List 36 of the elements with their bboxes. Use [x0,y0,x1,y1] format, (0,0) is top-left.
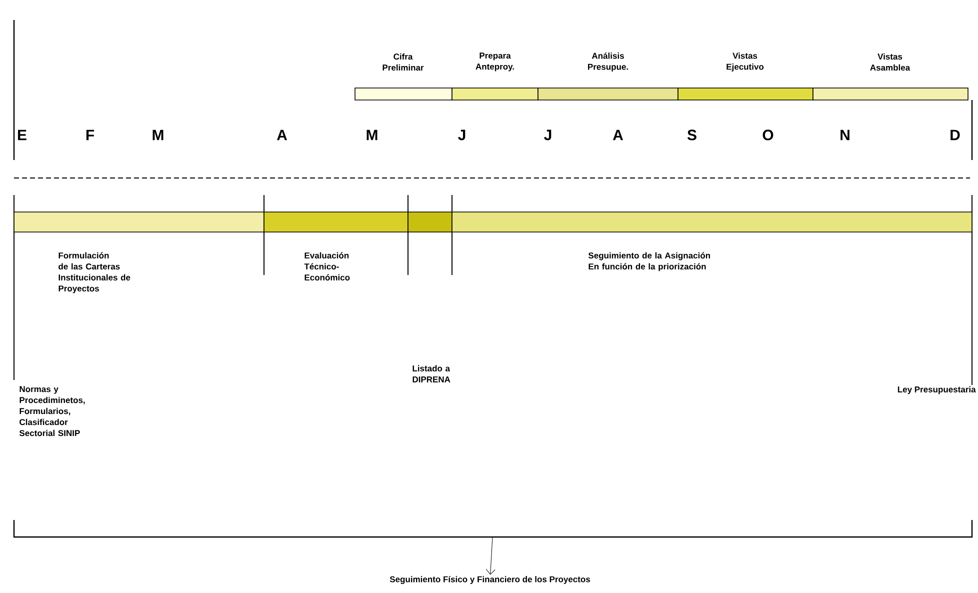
month-label: F [86,130,94,140]
month-label: N [840,130,850,140]
node-label: Análisis Presupue. [588,52,628,72]
node-label: Cifra Preliminar [382,53,424,71]
phase-bar: Vistas Ejecutivo [678,52,814,100]
month-label: O [762,130,774,140]
month-label: A [612,130,624,140]
month-label: D [950,130,960,140]
month-label: J [458,130,466,140]
phase-bar: Vistas Asamblea [812,53,968,100]
phase-bar [408,212,452,232]
arrow [486,536,496,575]
node-label: Vistas Asamblea [870,53,910,71]
month-label: E [18,130,26,140]
month-label: S [687,130,696,140]
node-label: Formulación de las Carteras Institucionales de Proyectos [58,252,130,294]
note-text: Normas y Procediminetos, Formularios, Clasificador Sectorial SINIP [19,386,85,436]
note-text: Ley Presupuestaria [898,386,976,394]
phase-bar: Evaluación Técnico-Económico [264,212,408,280]
month-label: M [152,130,164,140]
phase-bar: Prepara Anteproy. [452,52,538,100]
phase-bar: Formulación de las Carteras Institucionales de Proyectos [14,212,264,294]
node-label: Evaluación Técnico-Económico [304,252,350,280]
month-label: A [276,130,288,140]
node-label: Vistas Ejecutivo [726,52,764,72]
note-text: Listado a DIPRENA [412,365,450,382]
node-label: Seguimiento de la Asignación [588,252,710,260]
phase-bar: Análisis Presupue. [538,52,678,100]
month-label: M [366,130,378,140]
node-label: Prepara Anteproy. [476,52,514,72]
node-label: En función de la priorización [588,263,706,272]
result-text: Seguimiento Físico y Financiero de los Proyectos [390,576,590,584]
bracket [13,520,973,538]
phase-bar: Cifra Preliminar [354,53,452,100]
phase-bar: Seguimiento de la Asignación En función de la priorización [452,212,972,272]
month-label: J [544,130,552,140]
